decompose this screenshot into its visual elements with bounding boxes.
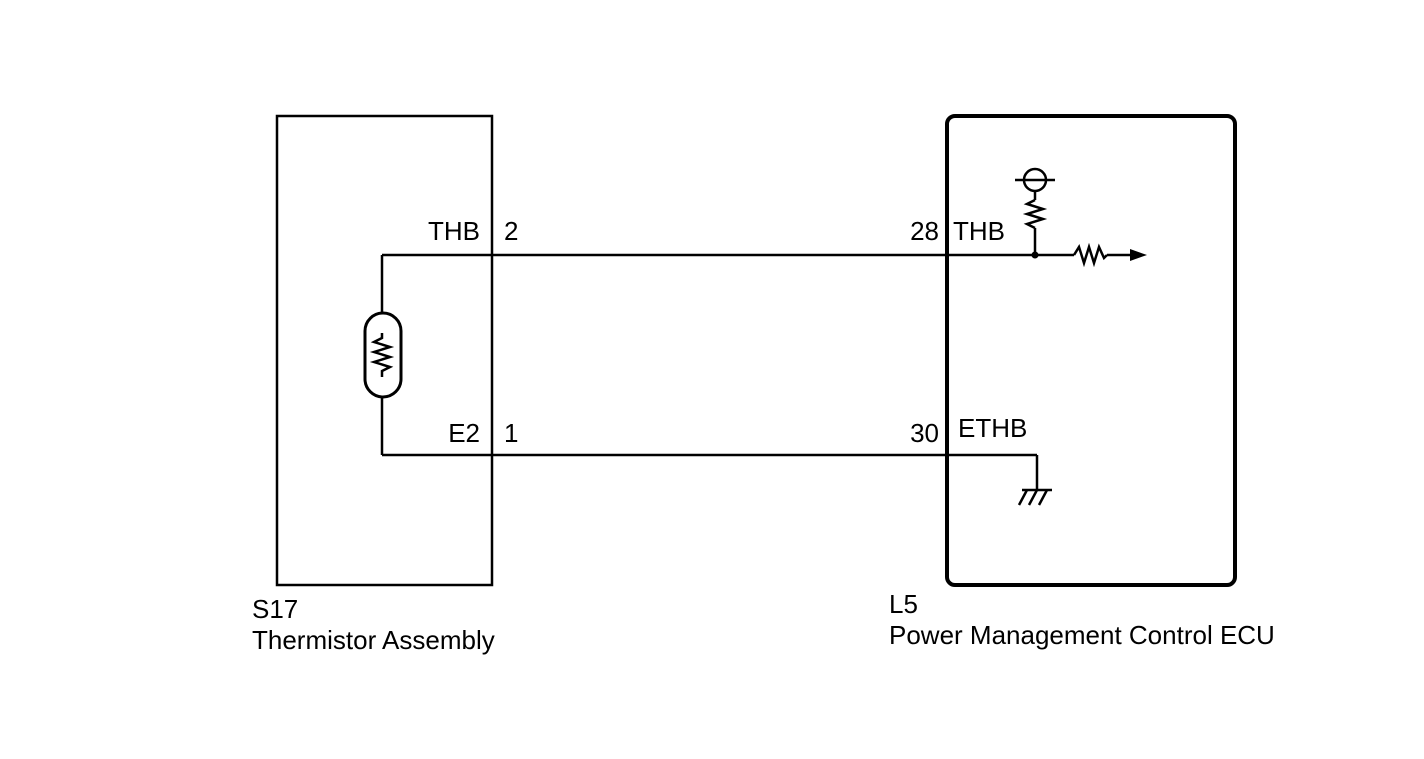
assembly-pin-signal-thb: THB	[428, 216, 480, 246]
ecu-pin-signal-ethb: ETHB	[958, 413, 1027, 443]
ecu-box	[945, 114, 1237, 587]
pull-up-resistor-icon	[1015, 167, 1055, 259]
input-resistor-arrow-icon	[1035, 242, 1147, 268]
thermistor-assembly-box	[275, 114, 494, 587]
ecu-pin-number-30: 30	[910, 418, 939, 448]
assembly-name: Thermistor Assembly	[252, 625, 495, 655]
thermistor-icon	[363, 255, 403, 455]
assembly-pin-signal-e2: E2	[448, 418, 480, 448]
ecu-connector-id: L5	[889, 589, 918, 619]
ecu-pin-number-28: 28	[910, 216, 939, 246]
assembly-pin-number-2: 2	[504, 216, 518, 246]
assembly-connector-id: S17	[252, 594, 298, 624]
assembly-pin-number-1: 1	[504, 418, 518, 448]
ecu-name: Power Management Control ECU	[889, 620, 1275, 650]
ecu-pin-signal-thb: THB	[953, 216, 1005, 246]
ground-icon	[1017, 455, 1052, 506]
